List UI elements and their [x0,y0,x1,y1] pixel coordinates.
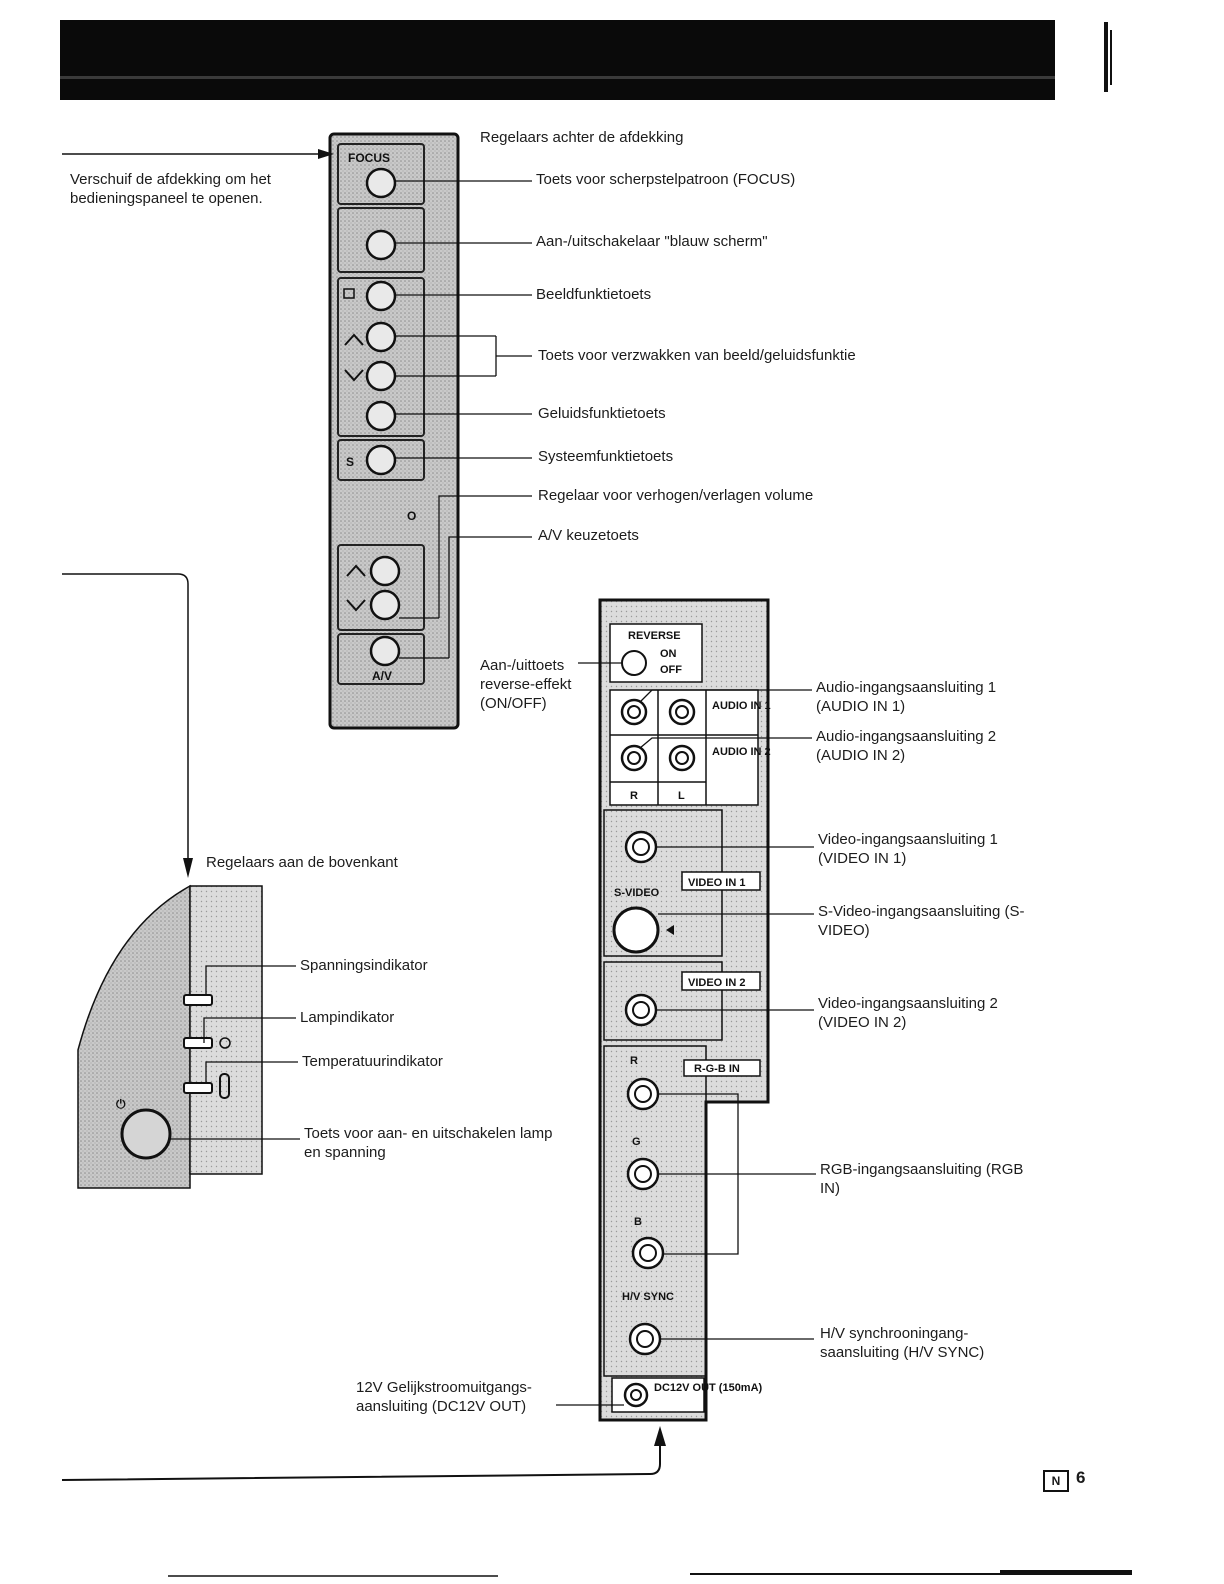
chevron-down-icon [344,369,364,382]
callout-volume: Regelaar voor verhogen/verlagen volume [538,487,814,504]
chevron-up-icon [344,333,364,346]
bottom-arrow [61,1426,666,1481]
audio-in1-label: AUDIO IN 1 [712,700,771,712]
callout-attenuate: Toets voor verzwakken van beeld/geluidsf… [538,347,856,364]
callout-video1: Video-ingangsaansluiting 1 (VIDEO IN 1) [818,831,998,867]
callout-reverse: Aan-/uittoets reverse-effekt (ON/OFF) [480,657,572,712]
callout-dc-out: 12V Gelijkstroomuitgangs-aansluiting (DC… [356,1379,532,1415]
panel-leaders [395,180,532,659]
callout-sound-function: Geluidsfunktietoets [538,405,666,422]
audio-col-l: L [678,790,685,802]
power-indicator [183,994,213,1006]
top-side-unit: ⏻ [77,884,263,1189]
temperature-indicator [183,1082,213,1094]
audio-in2-label: AUDIO IN 2 [712,746,771,758]
callout-system-function: Systeemfunktietoets [538,448,674,465]
margin-mark [1104,22,1112,92]
reverse-off-label: OFF [660,664,682,676]
hv-sync-jack[interactable] [628,1322,662,1356]
rgb-in-label: R-G-B IN [694,1063,740,1075]
focus-key-label: FOCUS [348,151,390,165]
header-stripe [60,76,1055,79]
rgb-r-jack[interactable] [626,1077,660,1111]
sound-function-button[interactable] [365,400,397,432]
audio-in1-r-jack[interactable] [620,698,648,726]
callout-video2: Video-ingangsaansluiting 2 (VIDEO IN 2) [818,995,998,1031]
rgb-b-jack[interactable] [631,1236,665,1270]
bottom-rules [168,1570,1132,1577]
callout-svideo: S-Video-ingangsaansluiting (S-VIDEO) [818,903,1025,939]
callout-picture-function: Beeldfunktietoets [536,286,652,303]
s-key-label: S [346,455,354,469]
attenuate-up-button[interactable] [365,321,397,353]
reverse-title: REVERSE [628,630,681,642]
cover-arrow [62,149,334,159]
rear-leaders [556,662,816,1406]
av-select-button[interactable] [369,635,401,667]
top-side-heading: Regelaars aan de bovenkant [206,854,398,871]
focus-button[interactable] [365,167,397,199]
reverse-on-label: ON [660,648,677,660]
audio-col-r: R [630,790,638,802]
power-button[interactable] [120,1108,172,1160]
s-video-jack[interactable] [612,906,660,954]
callout-audio2: Audio-ingangsaansluiting 2 (AUDIO IN 2) [816,728,997,764]
thermometer-icon [219,1073,230,1099]
lamp-indicator [183,1037,213,1049]
chevron-up-icon [346,564,366,577]
callout-av-select: A/V keuzetoets [538,527,639,544]
callout-lamp-indicator: Lampindikator [300,1009,395,1026]
system-function-button[interactable] [365,444,397,476]
callout-hv-sync: H/V synchrooningang-saansluiting (H/V SY… [820,1325,985,1361]
audio-in1-l-jack[interactable] [668,698,696,726]
reverse-switch[interactable] [621,650,647,676]
attenuate-down-button[interactable] [365,360,397,392]
audio-in2-l-jack[interactable] [668,744,696,772]
panel-heading: Regelaars achter de afdekking [480,129,684,146]
video-in2-jack[interactable] [624,993,658,1027]
volume-down-button[interactable] [369,589,401,621]
rgb-g-jack[interactable] [626,1157,660,1191]
power-symbol-icon: ⏻ [116,1097,126,1111]
slide-cover-note: Verschuif de afdekking om het bedienings… [70,171,271,207]
hv-sync-label: H/V SYNC [622,1291,674,1303]
callout-temperature-indicator: Temperatuurindikator [302,1053,443,1070]
callout-power-indicator: Spanningsindikator [300,957,428,974]
av-key-label: A/V [372,669,392,683]
callout-power-button: Toets voor aan- en uitschakelen lamp en … [304,1125,553,1161]
callout-rgb: RGB-ingangsaansluiting (RGB IN) [820,1161,1024,1197]
rgb-r-label: R [630,1055,638,1067]
lamp-icon [219,1037,231,1049]
s-video-label: S-VIDEO [614,887,660,899]
top-view-arrow [62,573,193,878]
callout-blue-screen: Aan-/uitschakelaar "blauw scherm" [536,233,768,250]
chevron-down-icon [346,599,366,612]
language-badge: N [1043,1470,1069,1492]
side-leaders [170,965,300,1140]
dc-out-jack[interactable] [623,1382,649,1408]
blue-screen-button[interactable] [365,229,397,261]
video-in1-label: VIDEO IN 1 [688,877,745,889]
control-panel: FOCUS S A/V O [328,132,460,730]
dc-out-label: DC12V OUT (150mA) [654,1382,763,1394]
page-number: 6 [1076,1468,1086,1487]
audio-in2-r-jack[interactable] [620,744,648,772]
power-o-icon: O [407,509,416,523]
rgb-g-label: G [632,1136,641,1148]
header-bar [60,20,1055,100]
callout-focus: Toets voor scherpstelpatroon (FOCUS) [536,171,796,188]
picture-function-button[interactable] [365,280,397,312]
callout-audio1: Audio-ingangsaansluiting 1 (AUDIO IN 1) [816,679,997,715]
video-in2-label: VIDEO IN 2 [688,977,745,989]
picture-icon [343,288,355,299]
rgb-b-label: B [634,1216,642,1228]
volume-up-button[interactable] [369,555,401,587]
video-in1-jack[interactable] [624,830,658,864]
